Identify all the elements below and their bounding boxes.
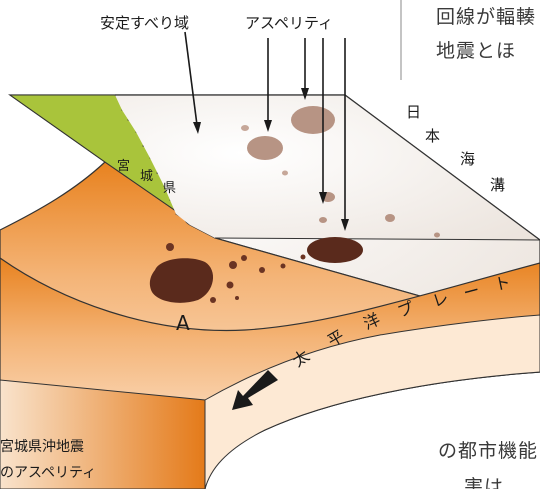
pointer-arrowhead	[341, 219, 349, 231]
figure-caption-line2: のアスペリティ	[0, 465, 97, 481]
label-trench-char: 溝	[490, 176, 506, 194]
asperity-patch	[434, 232, 440, 238]
asperity-patch	[385, 214, 395, 222]
label-trench-char: 日	[406, 103, 422, 121]
body-text-line: 害は	[464, 476, 505, 489]
label-trench-char: 本	[425, 127, 441, 145]
label-stable-slip-zone: 安定すべり域	[100, 14, 189, 32]
asperity-patch-dark	[241, 255, 247, 261]
asperity-patch	[247, 136, 283, 160]
asperity-patch-dark	[149, 258, 214, 303]
asperity-patch-dark	[226, 281, 234, 289]
asperity-patch-dark	[280, 263, 286, 269]
surface-front-edge	[214, 237, 540, 241]
plate-end-wall	[0, 379, 206, 489]
asperity-patch-dark	[166, 243, 174, 251]
plate-side-wall	[204, 314, 540, 489]
asperity-patch	[291, 106, 335, 134]
label-prefecture-char: 宮	[117, 159, 131, 174]
asperity-patch-dark	[235, 296, 239, 300]
asperity-patch	[319, 217, 327, 223]
pointer-arrowhead	[319, 192, 327, 204]
asperity-patch	[282, 170, 288, 176]
asperity-patch-dark	[307, 237, 363, 263]
body-text-line: の都市機能	[438, 440, 539, 462]
pointer-arrowhead	[264, 120, 272, 132]
label-prefecture-char: 県	[163, 181, 177, 196]
label-point-a: A	[176, 311, 190, 335]
trench-edge	[344, 94, 540, 241]
pointer-arrowhead	[193, 122, 201, 134]
label-prefecture-char: 城	[140, 169, 154, 184]
arrow-icon	[232, 370, 278, 410]
figure-caption-line1: 宮城県沖地震	[0, 439, 84, 455]
body-text-line: 地震とほ	[436, 40, 517, 62]
asperity-patch-dark	[300, 254, 306, 260]
label-trench-char: 海	[460, 150, 476, 168]
asperity-patch	[241, 125, 249, 131]
asperity-patch-dark	[259, 267, 265, 273]
label-asperity: アスペリティ	[245, 14, 334, 32]
body-text-line: 回線が輻輳	[436, 6, 537, 28]
asperity-patch-dark	[229, 261, 237, 269]
asperity-patch-dark	[210, 297, 216, 303]
pointer-arrowhead	[301, 88, 309, 100]
plate-surface-inner	[115, 95, 540, 240]
pointer-line	[184, 31, 198, 126]
